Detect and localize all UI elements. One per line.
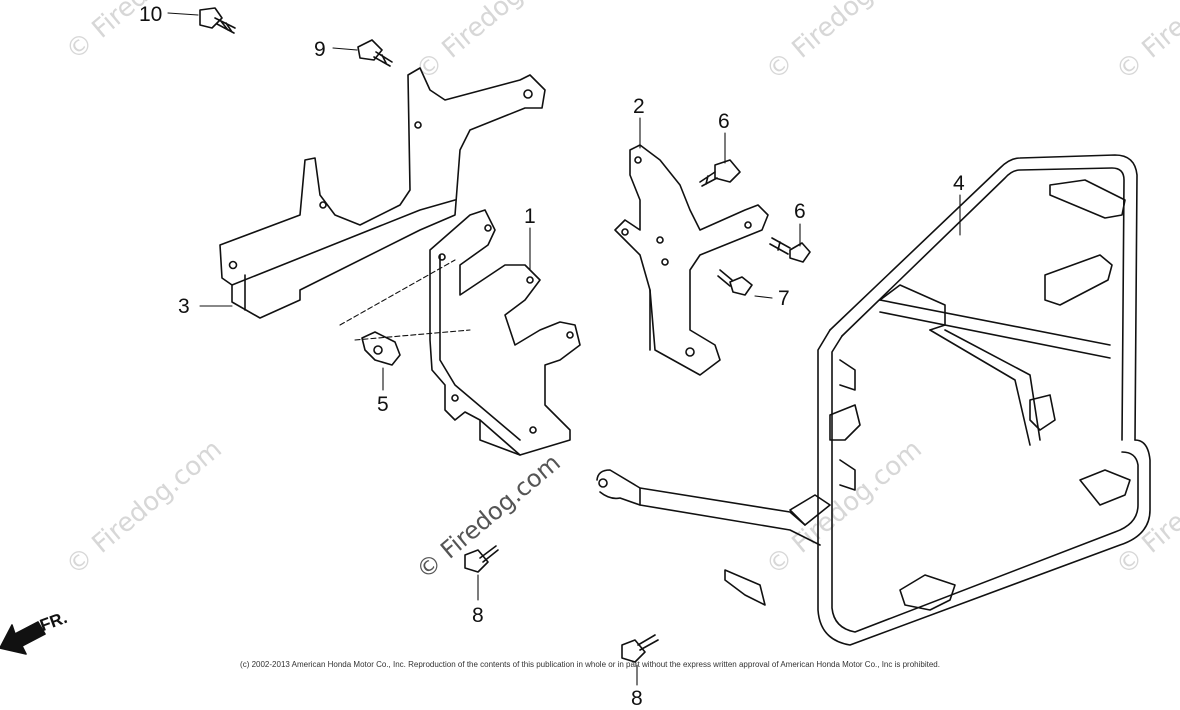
callout-1: 1 <box>524 205 536 228</box>
callout-4: 4 <box>953 172 965 195</box>
bolt-part-8b <box>621 634 659 663</box>
bolt-part-8a <box>464 545 499 573</box>
front-direction-arrow-icon <box>0 621 46 655</box>
leader-lines <box>167 12 961 686</box>
copyright-notice: (c) 2002-2013 American Honda Motor Co., … <box>240 660 940 669</box>
callout-3: 3 <box>178 295 190 318</box>
callout-10: 10 <box>139 3 163 26</box>
callout-8-left: 8 <box>472 604 484 627</box>
bracket-part-3 <box>219 67 546 319</box>
bracket-part-1 <box>429 209 581 456</box>
frame-part-4 <box>596 154 1151 646</box>
bolt-part-9 <box>357 39 393 67</box>
callout-6-right: 6 <box>794 200 806 223</box>
bolt-part-10 <box>199 7 236 34</box>
callout-8-bottom: 8 <box>631 687 643 710</box>
bracket-part-2 <box>614 144 769 376</box>
callout-2: 2 <box>633 95 645 118</box>
bolt-part-6b <box>769 237 811 263</box>
bolt-part-7 <box>717 269 753 296</box>
clip-nut-part-5 <box>361 331 401 366</box>
callout-9: 9 <box>314 38 326 61</box>
callout-6-top: 6 <box>718 110 730 133</box>
callout-7: 7 <box>778 287 790 310</box>
bolt-part-6a <box>699 159 741 187</box>
callout-5: 5 <box>377 393 389 416</box>
